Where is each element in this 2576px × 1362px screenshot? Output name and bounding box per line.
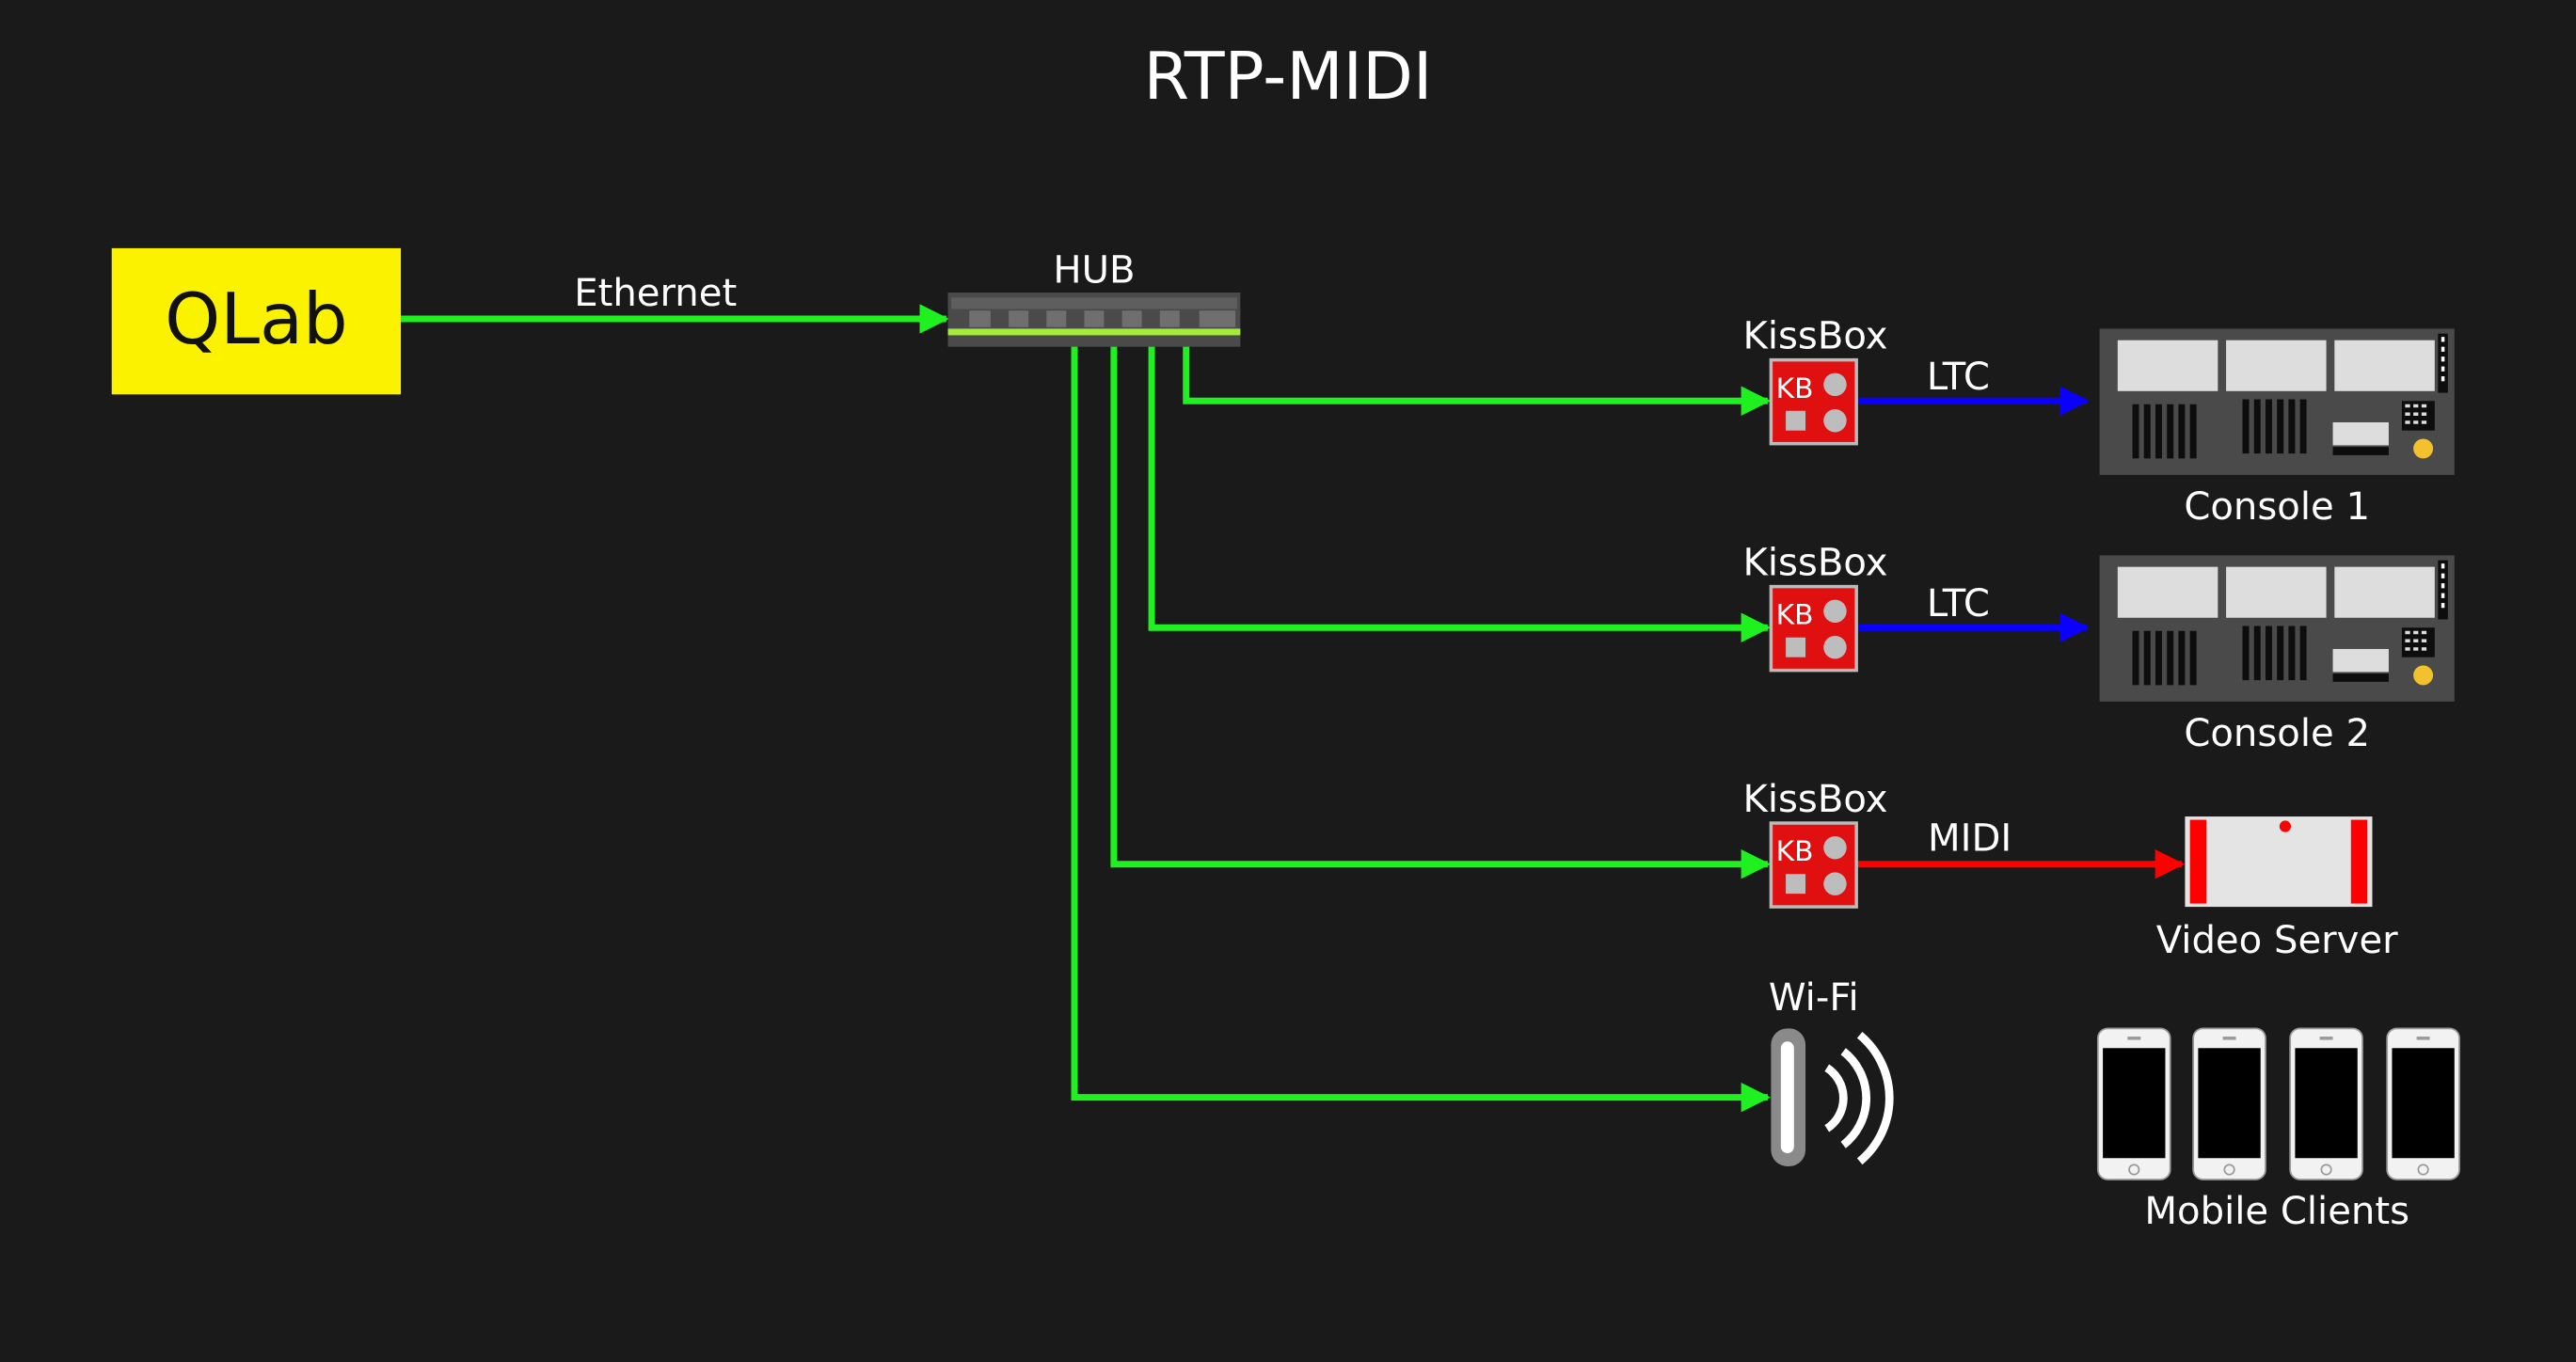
network-hub-icon [947,293,1241,347]
wifi: Wi-Fi [1769,976,1894,1166]
console-1-label: Console 1 [2184,485,2370,529]
kissbox-badge-3: KB [1776,834,1814,867]
smartphone-icon [2386,1027,2460,1180]
midi-label: MIDI [1928,817,2012,861]
kissbox-interface-icon: KB [1769,357,1858,446]
kissbox-badge-2: KB [1776,598,1814,631]
kissbox-interface-icon: KB [1769,821,1858,909]
mobile-clients-label: Mobile Clients [2144,1190,2409,1233]
kissbox-label-1: KissBox [1743,314,1888,357]
kissbox-1: KissBox KB [1743,314,1888,446]
ltc-label-1: LTC [1927,356,1990,399]
smartphone-icon [2289,1027,2363,1180]
console-2: Console 2 [2099,555,2455,755]
video-server-label: Video Server [2156,919,2398,962]
mobile-clients: Mobile Clients [2096,1027,2460,1233]
kissbox-interface-icon: KB [1769,584,1858,673]
qlab-label: QLab [165,277,348,360]
kissbox-label-3: KissBox [1743,778,1888,821]
diagram-title: RTP-MIDI [1143,39,1432,115]
hub-link-console-1 [1183,344,1772,416]
kissbox-label-2: KissBox [1743,541,1888,584]
ethernet-label: Ethernet [574,272,737,315]
console-1: Console 1 [2099,328,2455,529]
smartphone-icon [2096,1027,2171,1180]
hub-link-video-server [1110,344,1772,879]
kissbox-3: KissBox KB [1743,778,1888,909]
hub-label: HUB [1053,249,1135,293]
lighting-console-icon [2099,555,2455,702]
ltc-label-2: LTC [1927,582,1990,626]
wifi-label: Wi-Fi [1769,976,1859,1020]
kissbox-badge-1: KB [1776,372,1814,404]
hub-link-console-2 [1148,344,1772,642]
qlab-node: QLab [111,247,402,395]
kissbox-2: KissBox KB [1743,541,1888,673]
wifi-access-point-icon [1771,1028,1894,1166]
smartphone-icon [2192,1027,2266,1180]
console-2-label: Console 2 [2184,712,2370,755]
hub-link-wifi [1071,344,1772,1113]
video-server-icon [2185,816,2373,908]
video-server: Video Server [2156,816,2398,962]
lighting-console-icon [2099,328,2455,475]
